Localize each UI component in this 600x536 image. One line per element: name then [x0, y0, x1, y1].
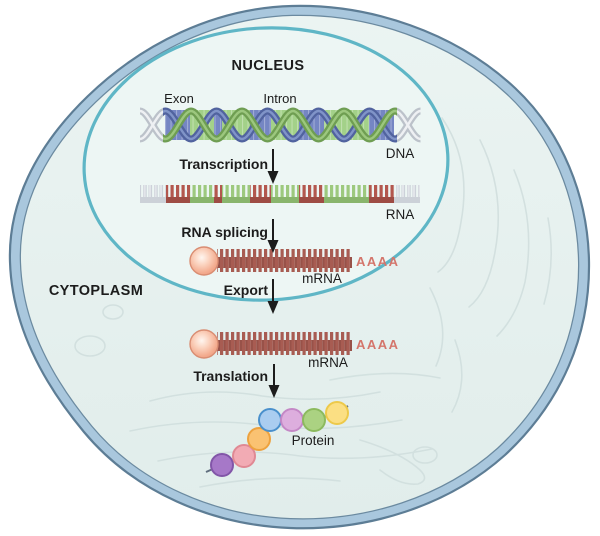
protein-chain [205, 401, 349, 477]
intron-label: Intron [263, 91, 297, 106]
protein-bead-blue [258, 408, 282, 432]
nucleus-label: NUCLEUS [231, 58, 305, 74]
dna-helix [138, 107, 422, 143]
mrna-cytoplasmic [189, 329, 353, 359]
rna-strand [140, 185, 420, 203]
rna-splicing-arrow [267, 219, 279, 253]
rna-splicing-label: RNA splicing [181, 224, 268, 240]
rna-label: RNA [385, 207, 415, 222]
exon-label: Exon [164, 91, 194, 106]
protein-bead-orchid [280, 408, 304, 432]
transcription-arrow [267, 149, 279, 184]
translation-label: Translation [193, 368, 268, 384]
poly-a-tail-cytoplasmic: AAAA [356, 337, 400, 352]
process-arrows [267, 149, 280, 398]
mrna-nuclear-label: mRNA [302, 271, 342, 286]
export-arrow [267, 279, 279, 314]
protein-bead-green [302, 408, 326, 432]
transcription-label: Transcription [179, 156, 268, 172]
translation-arrow [268, 364, 280, 398]
mrna-cytoplasmic-label: mRNA [308, 355, 348, 370]
protein-label: Protein [291, 433, 335, 448]
protein-bead-purple [210, 453, 234, 477]
protein-bead-pink [232, 444, 256, 468]
poly-a-tail-nuclear: AAAA [356, 254, 400, 269]
cytoplasm-label: CYTOPLASM [48, 283, 144, 299]
dna-label: DNA [385, 146, 415, 161]
export-label: Export [223, 282, 268, 298]
protein-bead-yellow [325, 401, 349, 425]
protein-bead-orange [247, 427, 271, 451]
